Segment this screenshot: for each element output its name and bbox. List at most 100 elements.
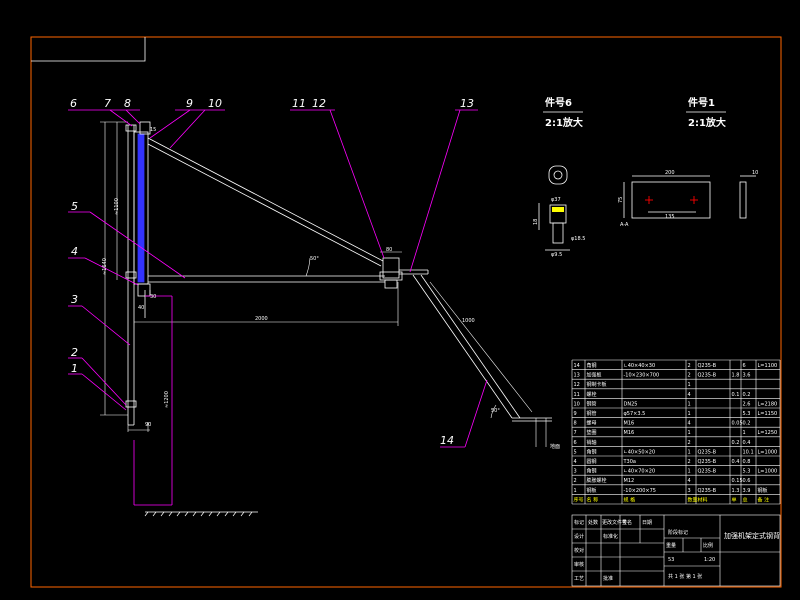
dimension-texts: 2000 1000 50° 50° 80 90 40 15 30 地面 ≈110… [102,127,560,450]
bom-cell-r9-c0: 5 [574,449,577,455]
title-block-text: 标记 处数 更改文件号 签名 日期 设计 标准化 校对 审核 工艺 批准 阶段标… [574,519,780,582]
bom-cell-r10-c0: 4 [574,459,577,465]
bom-cell-r6-c6: 0.2 [743,421,751,427]
bom-cell-r1-c0: 13 [574,373,580,379]
bom-cell-r11-c1: 角钢 [587,468,597,475]
bom-cell-r13-c0: 1 [574,488,577,494]
detail-part6-title: 件号6 [545,96,572,109]
bom-cell-r13-c1: 钢板 [587,487,597,494]
bom-cell-r0-c7: L=1100 [758,363,778,369]
dim-1640: ≈1640 [102,258,108,275]
part-label-7: 7 [104,97,111,110]
bom-cell-r1-c5: 1.8 [732,373,740,379]
bom-cell-r1-c4: Q235-B [698,373,717,379]
tb-weight-label: 重量 [666,542,676,549]
tb-weight-value: 53 [668,557,674,563]
part-label-3: 3 [71,293,78,306]
bom-cell-r12-c3: 4 [688,478,691,484]
part-label-9: 9 [186,97,193,110]
detail-part1-dim-200: 200 [665,170,675,176]
bom-cell-r8-c3: 2 [688,440,691,446]
bom-cell-r0-c6: 6 [743,363,746,369]
title-block [571,514,781,587]
tb-sheet: 共 1 张 第 1 张 [668,573,702,580]
tb-r0-c0: 标记 [574,519,584,526]
bom-cell-r7-c1: 垫圈 [587,429,597,436]
bom-cell-r11-c7: L=1000 [758,469,778,475]
tb-scale-label: 比例 [703,542,713,549]
detail-part1-dim-135: 135 [665,214,675,220]
part-label-13: 13 [460,97,474,110]
bom-cell-r9-c3: 1 [688,449,691,455]
tb-stage: 阶段标记 [668,529,688,536]
bom-cell-r10-c4: Q235-B [698,459,717,465]
bom-cell-r6-c5: 0.05 [732,421,743,427]
tb-r4-c2: 批准 [603,575,613,582]
bom-header-c7: 备 注 [758,496,770,503]
bom-cell-r4-c1: 钢管 [587,400,597,407]
bom-cell-r3-c0: 11 [574,392,580,398]
bom-cell-r7-c6: 1 [743,430,746,436]
bom-cell-r1-c2: -10×230×700 [624,373,660,379]
dim-30: 30 [150,294,156,300]
bom-header-c4: 材料 [698,496,708,503]
bom-cell-r1-c3: 2 [688,373,691,379]
bom-cell-r7-c7: L=1250 [758,430,778,436]
bom-cell-r10-c1: 圆钢 [587,458,597,465]
bom-cell-r7-c2: M16 [624,430,635,436]
bom-cell-r13-c3: 3 [688,488,691,494]
bom-cell-r9-c4: Q235-B [698,449,717,455]
bom-header-c6: 总 [743,496,748,503]
bom-cell-r11-c6: 5.3 [743,469,751,475]
bom-cell-r6-c3: 4 [688,421,691,427]
bom-cell-r5-c0: 9 [574,411,577,417]
bom-cell-r2-c3: 1 [688,382,691,388]
main-structure [125,121,552,426]
bom-cell-r5-c6: 5.3 [743,411,751,417]
dim-90-bottom: 90 [145,422,151,428]
bom-cell-r13-c7: 钢板 [758,487,768,494]
detail-part6-dim-4: φ9.5 [551,252,562,258]
tb-r1-c0: 设计 [574,533,584,540]
bom-cell-r10-c3: 2 [688,459,691,465]
dim-1000: 1000 [462,318,475,324]
bom-cell-r12-c5: 0.15 [732,478,743,484]
bom-cell-r13-c5: 1.3 [732,488,740,494]
bom-cell-r6-c2: M16 [624,421,635,427]
bom-cell-r8-c0: 6 [574,440,577,446]
bom-cell-r13-c6: 3.9 [743,488,751,494]
part-label-2: 2 [71,346,78,359]
part-label-4: 4 [71,245,78,258]
detail-part6: 件号6 2:1放大 φ37 18 φ18.5 φ9.5 [533,96,585,258]
bom-cell-r5-c7: L=1150 [758,411,778,417]
bom-header-c3: 数量 [688,496,698,503]
border-corner-box [31,37,146,62]
bom-cell-r3-c1: 螺栓 [587,391,597,398]
leader-lines [68,109,488,506]
bom-cell-r1-c6: 3.6 [743,373,751,379]
part-label-5: 5 [71,200,78,213]
dim-angle-top: 50° [310,256,319,262]
part-label-8: 8 [124,97,131,110]
bom-cell-r2-c0: 12 [574,382,580,388]
bom-cell-r2-c1: 钢制卡板 [587,381,607,388]
bom-cell-r0-c0: 14 [574,363,580,369]
bom-cell-r12-c6: 0.6 [743,478,751,484]
bom-header-c0: 序号 [574,496,584,503]
bom-cell-r9-c1: 角钢 [587,448,597,455]
bom-cell-r6-c1: 螺母 [587,420,597,427]
detail-part1-section: A-A [620,222,629,228]
tb-r1-c2: 标准化 [603,533,618,540]
bom-cell-r4-c2: DN25 [624,401,638,407]
bom-cell-r10-c2: T30a [623,459,636,465]
dim-angle-low: 50° [491,408,500,414]
dim-1100: ≈1100 [114,198,120,215]
tb-drawing-name: 加强机架定式钢背 [724,531,780,540]
bom-table-grid [571,359,781,505]
bom-cell-r4-c0: 10 [574,401,580,407]
bom-cell-r0-c1: 角钢 [587,362,597,369]
bom-cell-r11-c4: Q235-B [698,469,717,475]
detail-part1-title: 件号1 [688,96,715,109]
bom-header-c2: 规 格 [624,496,636,503]
